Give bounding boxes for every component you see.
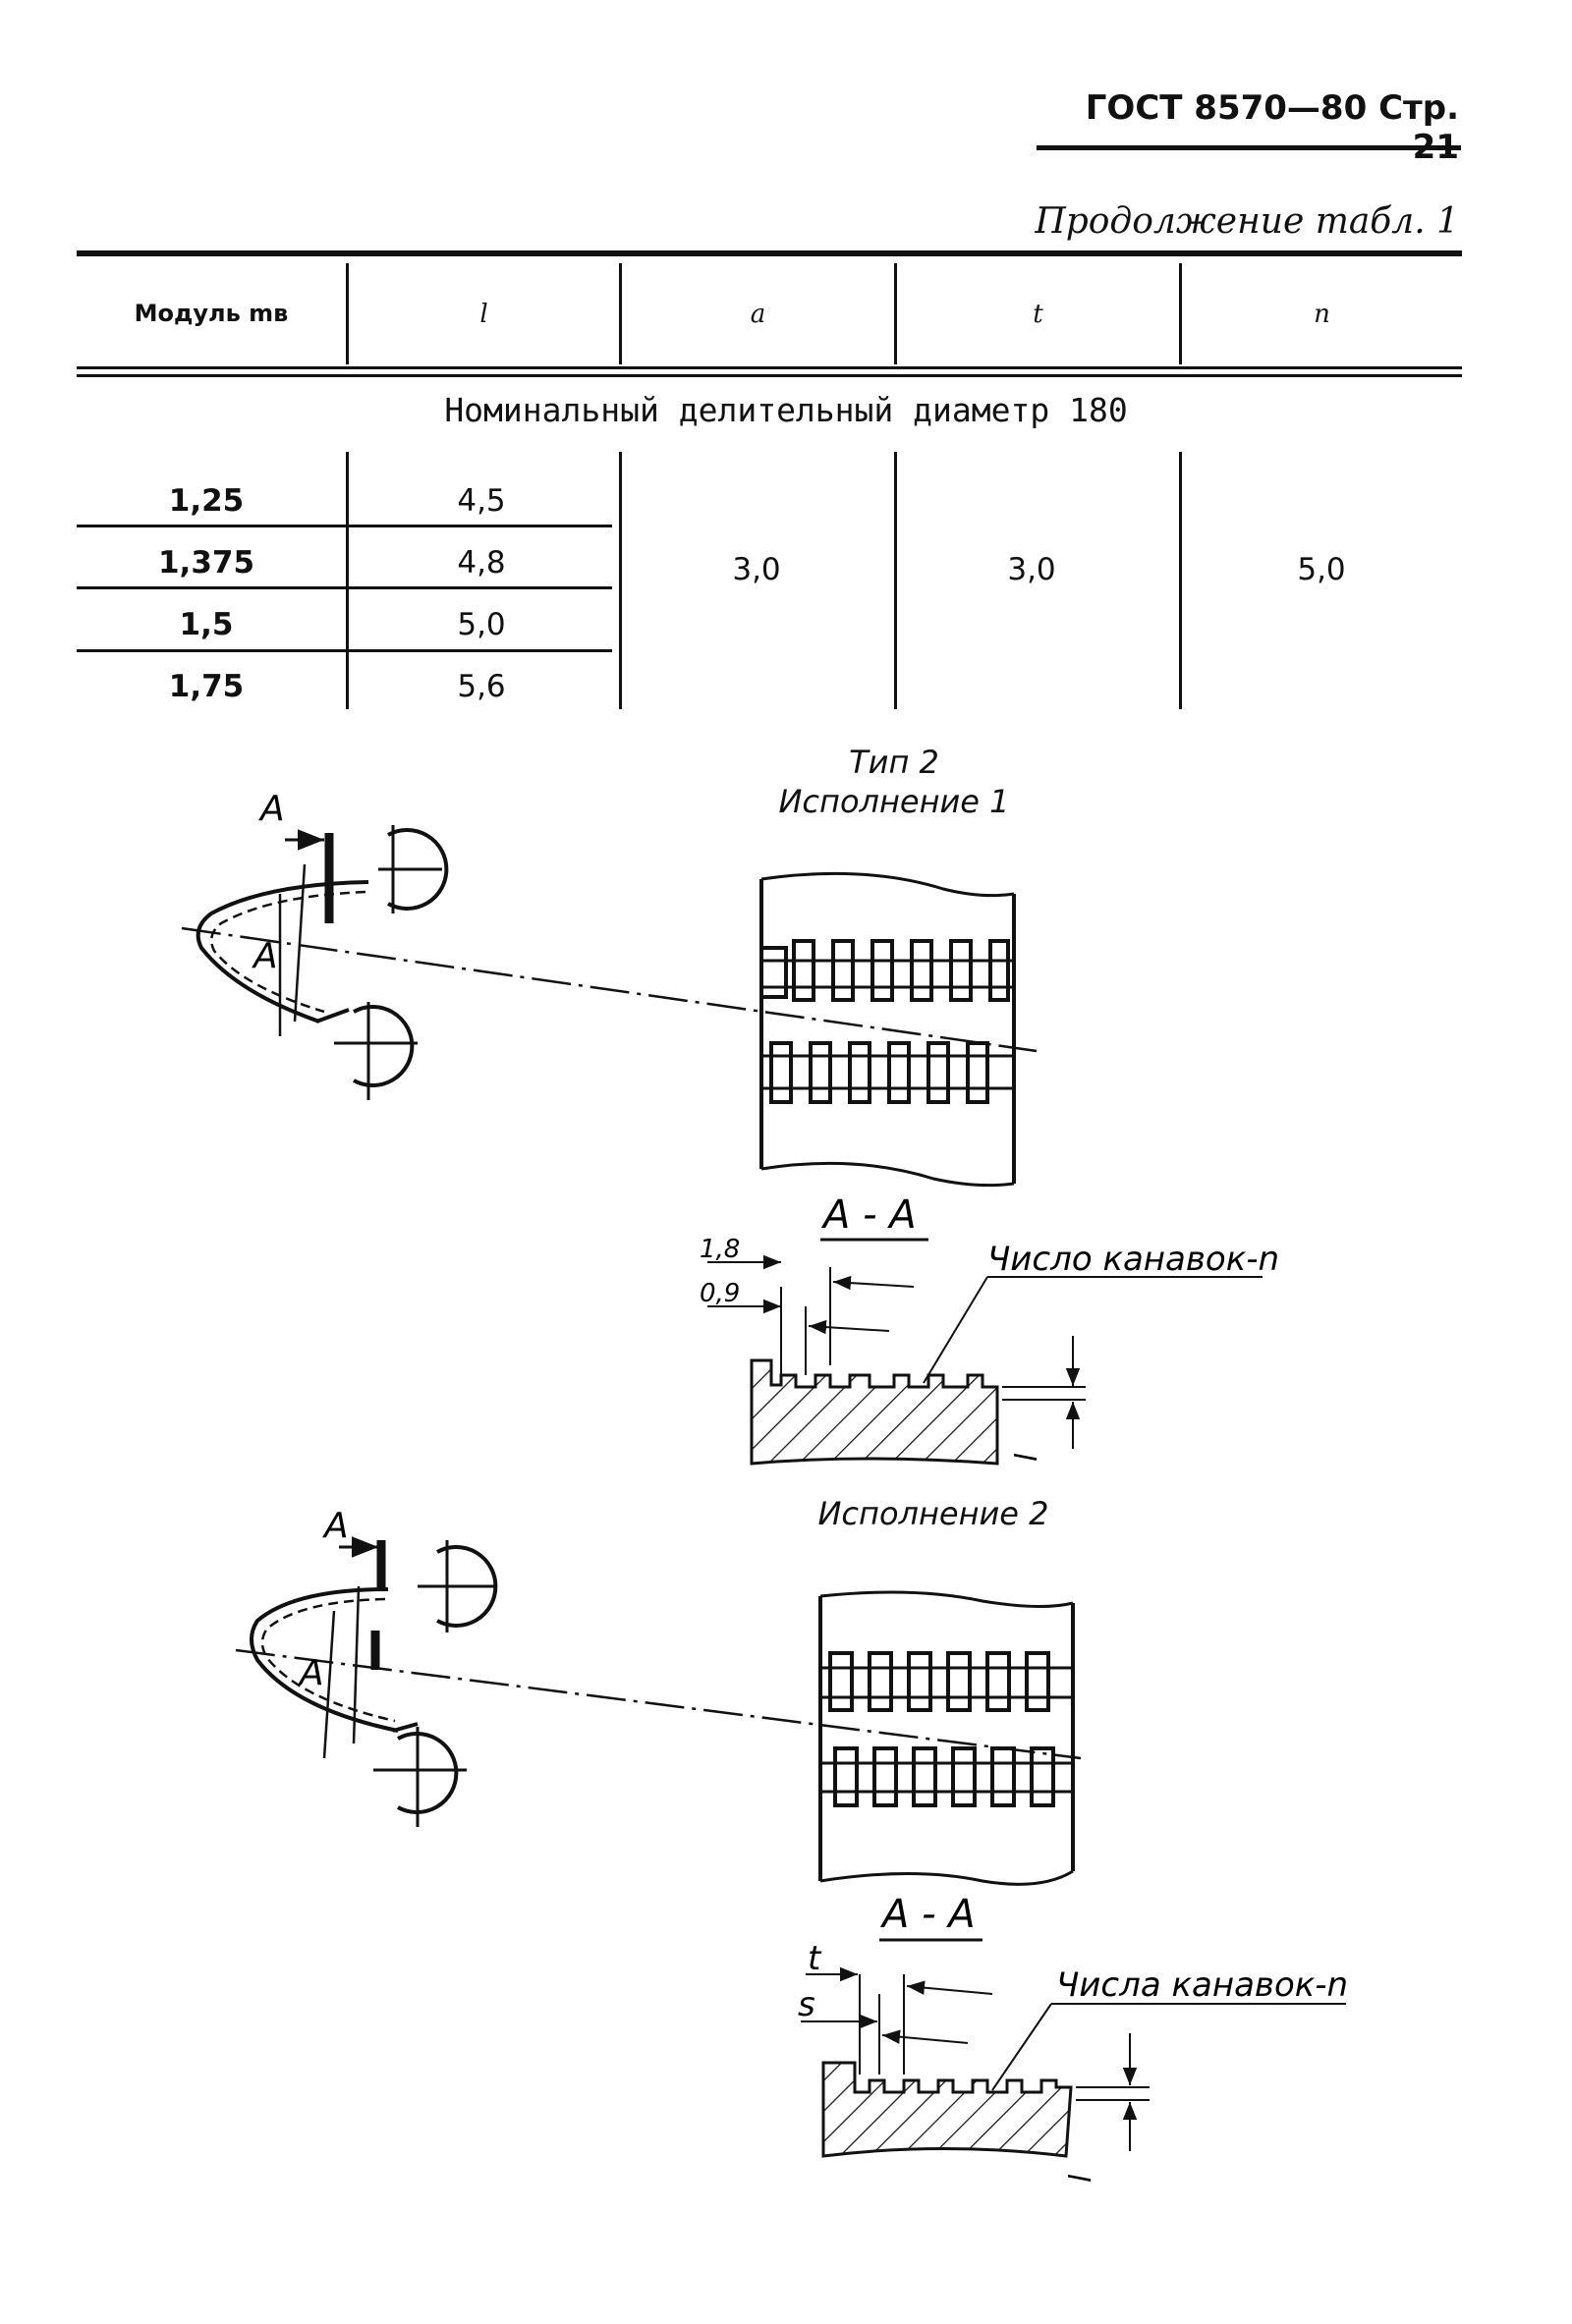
table-col-divider bbox=[346, 452, 349, 709]
table-col-divider bbox=[619, 263, 622, 364]
cell-l: 5,0 bbox=[457, 607, 506, 642]
dim-s: s bbox=[798, 1985, 815, 2024]
cell-a: 3,0 bbox=[732, 552, 781, 587]
col-header-module: Модуль mв bbox=[134, 300, 289, 327]
dim-t: t bbox=[808, 1939, 822, 1978]
dim-1-8: 1,8 bbox=[700, 1235, 740, 1264]
table-col-divider bbox=[894, 263, 897, 364]
dim-0-9: 0,9 bbox=[700, 1279, 740, 1308]
cell-l: 4,8 bbox=[457, 545, 506, 581]
type-title: Тип 2 bbox=[849, 744, 939, 781]
table-col-divider bbox=[619, 452, 622, 709]
row-rule bbox=[77, 525, 612, 527]
table-col-divider bbox=[894, 452, 897, 709]
exec2-title: Исполнение 2 bbox=[817, 1495, 1049, 1532]
table-col-divider bbox=[1179, 263, 1182, 364]
table-caption: Продолжение табл. 1 bbox=[1035, 201, 1459, 242]
section-label: A - A bbox=[879, 1892, 976, 1937]
dim-l: l bbox=[1010, 1453, 1044, 1462]
section2-profile bbox=[801, 1966, 1346, 2158]
cell-t: 3,0 bbox=[1007, 552, 1056, 587]
cut-label-a: A bbox=[258, 789, 285, 829]
header-rule bbox=[1037, 145, 1461, 150]
header-double-rule bbox=[77, 366, 1462, 369]
cut-label-a: A bbox=[252, 936, 278, 976]
row-rule bbox=[77, 649, 612, 652]
col-header-n: n bbox=[1314, 300, 1330, 329]
group-title: Номинальный делительный диаметр 180 bbox=[444, 391, 1128, 429]
exec2-rim-view bbox=[818, 1590, 1075, 1886]
table-col-divider bbox=[346, 263, 349, 364]
cell-module: 1,5 bbox=[179, 607, 234, 642]
grooves-label-2: Числа канавок-n bbox=[1056, 1965, 1348, 2005]
cell-l: 4,5 bbox=[457, 483, 506, 519]
section1-profile bbox=[707, 1254, 1263, 1466]
col-header-a: a bbox=[750, 300, 766, 329]
exec1-title: Исполнение 1 bbox=[778, 783, 1010, 820]
header-double-rule bbox=[77, 374, 1462, 377]
cut-label-a: A bbox=[322, 1506, 349, 1546]
dim-l: l bbox=[1064, 2174, 1098, 2183]
table-top-rule bbox=[77, 250, 1462, 256]
cut-label-a: A bbox=[298, 1653, 324, 1693]
cell-module: 1,75 bbox=[168, 669, 245, 704]
row-rule bbox=[77, 586, 612, 589]
cell-module: 1,25 bbox=[168, 483, 245, 519]
col-header-t: t bbox=[1033, 300, 1043, 329]
cell-module: 1,375 bbox=[157, 545, 255, 581]
section-label: A - A bbox=[820, 1192, 917, 1238]
exec2-profile-view bbox=[235, 1536, 1082, 1827]
col-header-l: l bbox=[479, 300, 488, 329]
exec1-profile-view bbox=[181, 825, 1038, 1100]
cell-l: 5,6 bbox=[457, 669, 506, 704]
exec1-rim-view bbox=[759, 871, 1016, 1188]
table-col-divider bbox=[1179, 452, 1182, 709]
grooves-label-1: Число канавок-n bbox=[987, 1240, 1279, 1279]
cell-n: 5,0 bbox=[1297, 552, 1346, 587]
